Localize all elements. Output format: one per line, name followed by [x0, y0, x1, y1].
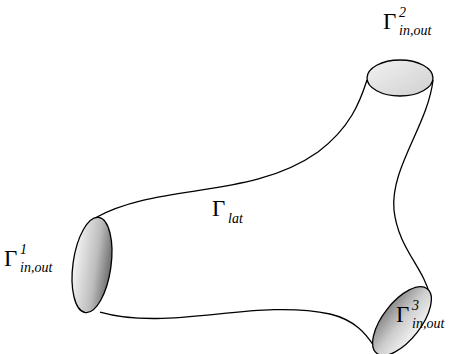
wall-curve — [394, 80, 433, 296]
boundary-index: 1 — [20, 243, 27, 257]
boundary-index: 3 — [412, 299, 419, 313]
boundary-symbol: Γ — [383, 10, 396, 33]
lateral-wall — [95, 80, 433, 346]
wall-curve — [95, 80, 367, 218]
boundary-subscript: in,out — [20, 261, 52, 275]
boundary-subscript: lat — [228, 212, 243, 226]
boundary-symbol: Γ — [396, 303, 409, 326]
opening-ellipse — [367, 60, 433, 96]
boundary-subscript: in,out — [399, 24, 431, 38]
boundary-symbol: Γ — [212, 197, 225, 220]
boundary-symbol: Γ — [4, 247, 17, 270]
boundary-subscript: in,out — [412, 317, 444, 331]
opening-ellipse — [362, 277, 442, 354]
opening-ellipse — [67, 215, 118, 315]
wall-curve — [100, 310, 374, 346]
boundary-index: 2 — [399, 6, 406, 20]
